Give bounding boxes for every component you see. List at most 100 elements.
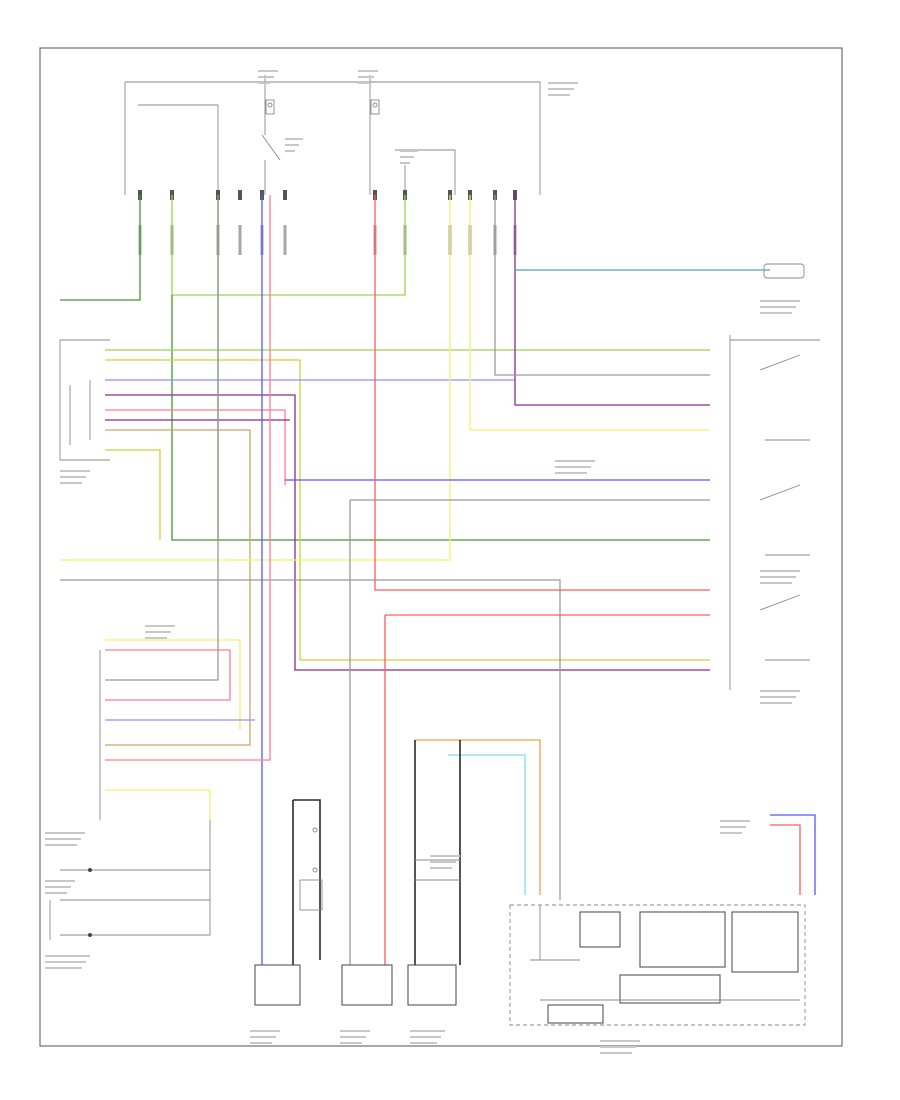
illegible-label-line [250, 1042, 272, 1044]
wire-gray-5 [105, 195, 219, 681]
wire-pink-2 [105, 195, 271, 761]
illegible-label-line [555, 460, 595, 462]
wire-green-top [60, 195, 141, 301]
illegible-label-line [60, 476, 86, 478]
illegible-label-line [45, 892, 67, 894]
wire-gray-2 [494, 195, 710, 376]
audio-module [509, 904, 806, 1026]
illegible-label-line [760, 312, 792, 314]
left-connector-blocks [59, 339, 110, 820]
illegible-label-line [720, 826, 746, 828]
wire-pink-3 [105, 649, 231, 701]
wire-red-main [374, 195, 710, 591]
illegible-label-line [760, 696, 796, 698]
illegible-label-line [400, 150, 418, 152]
illegible-label-line [400, 156, 414, 158]
wire-purple-3 [514, 195, 710, 406]
illegible-label-line [145, 631, 171, 633]
illegible-label-line [45, 844, 77, 846]
speaker-center-box [341, 964, 393, 1006]
illegible-label-line [145, 637, 167, 639]
illegible-label-line [600, 1040, 640, 1042]
illegible-label-line [45, 886, 71, 888]
wire-purple-1 [105, 394, 710, 671]
bottom-components [254, 740, 461, 1006]
fuse-relay-block [124, 75, 541, 195]
illegible-label-line [45, 955, 90, 957]
illegible-label-line [358, 82, 370, 84]
speaker-left-box [254, 964, 301, 1006]
wire-yellow-4 [105, 789, 211, 820]
illegible-label-line [258, 76, 274, 78]
top-connector-row [138, 190, 517, 255]
illegible-label-line [340, 1042, 362, 1044]
illegible-label-line [45, 838, 81, 840]
wire-orange-1 [415, 739, 541, 895]
illegible-label-line [145, 625, 175, 627]
illegible-label-line [548, 82, 578, 84]
wire-blue-2 [770, 814, 816, 895]
terminal-pin [238, 190, 242, 200]
illegible-label-line [60, 470, 90, 472]
illegible-label-line [60, 482, 82, 484]
illegible-label-line [285, 150, 295, 152]
wire-tan-1 [105, 429, 251, 746]
illegible-label-line [45, 967, 82, 969]
illegible-label-line [250, 1036, 276, 1038]
illegible-label-line [720, 832, 742, 834]
wire-red-4 [770, 824, 801, 895]
wire-green-main [171, 295, 710, 541]
wire-harness [60, 195, 816, 965]
illegible-label-line [250, 1030, 280, 1032]
wire-pink-1 [105, 409, 286, 485]
wire-yellow-2 [105, 639, 241, 730]
illegible-label-line [400, 162, 410, 164]
illegible-label-line [430, 867, 452, 869]
illegible-label-line [555, 466, 591, 468]
illegible-label-line [45, 880, 75, 882]
illegible-label-line [410, 1042, 437, 1044]
illegible-label-line [285, 138, 303, 140]
illegible-label-line [430, 861, 456, 863]
wire-connector-block [283, 225, 287, 255]
small-print-labels [45, 70, 800, 1054]
illegible-label-line [548, 94, 570, 96]
illegible-label-line [760, 306, 796, 308]
lower-left-block [49, 820, 211, 940]
illegible-label-line [258, 82, 270, 84]
terminal-pin [283, 190, 287, 200]
diagram-frame [39, 47, 843, 1047]
relay-switch-block [729, 263, 820, 690]
wire-yellow-main [60, 195, 451, 561]
illegible-label-line [760, 300, 800, 302]
wire-yellowgreen-1 [105, 359, 710, 661]
wire-gray-1 [60, 579, 561, 900]
wire-yellowgreen-2 [105, 449, 161, 540]
illegible-label-line [600, 1046, 636, 1048]
illegible-label-line [720, 820, 750, 822]
illegible-label-line [555, 472, 587, 474]
illegible-label-line [760, 576, 796, 578]
illegible-label-line [285, 144, 299, 146]
speaker-right-box [407, 964, 457, 1006]
illegible-label-line [410, 1036, 441, 1038]
illegible-label-line [760, 582, 792, 584]
illegible-label-line [760, 690, 800, 692]
wire-lightgreen-top [171, 195, 406, 296]
illegible-label-line [45, 961, 86, 963]
illegible-label-line [760, 570, 800, 572]
illegible-label-line [600, 1052, 632, 1054]
illegible-label-line [45, 832, 85, 834]
illegible-label-line [358, 76, 374, 78]
illegible-label-line [340, 1030, 370, 1032]
illegible-label-line [258, 70, 278, 72]
illegible-label-line [340, 1036, 366, 1038]
wire-yellow-3 [469, 195, 710, 431]
illegible-label-line [430, 855, 460, 857]
wire-cyan-1 [448, 754, 526, 895]
illegible-label-line [760, 702, 792, 704]
illegible-label-line [410, 1030, 445, 1032]
illegible-label-line [358, 70, 378, 72]
wire-connector-block [238, 225, 242, 255]
